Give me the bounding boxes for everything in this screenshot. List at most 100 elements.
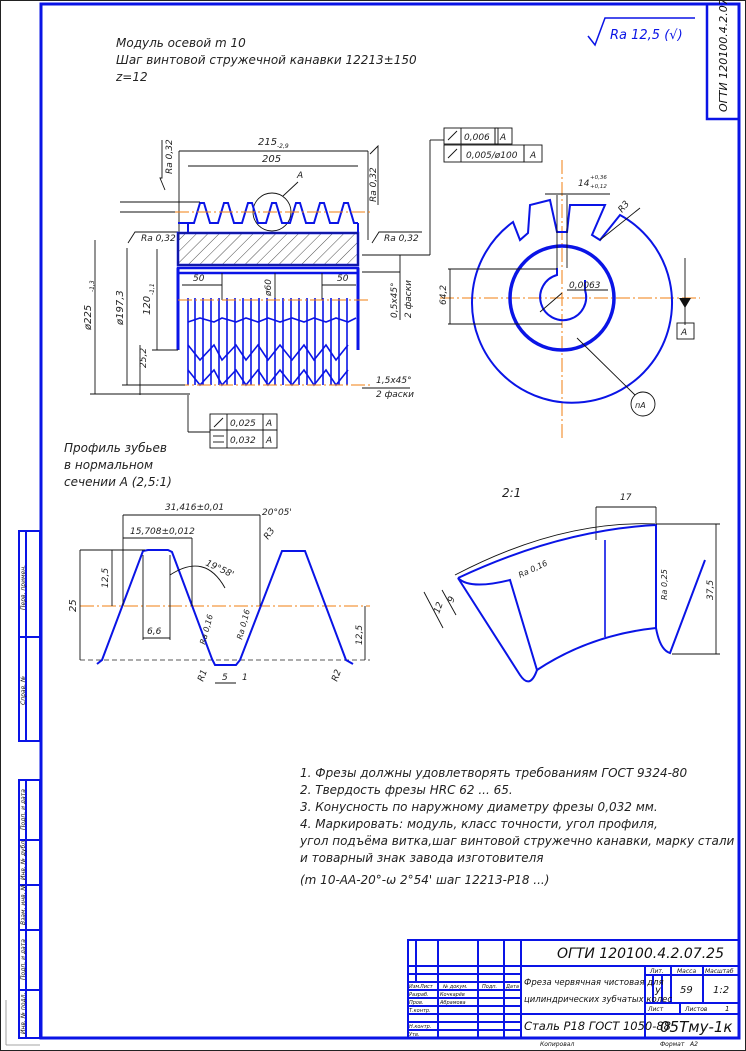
main-view: 215 -2,9 205 Ra 0,32 Ra 0,32 Ra 0,32 Ra … [83,137,444,433]
title-name-2: цилиндрических зубчатых колес [524,995,672,1005]
dim-keyway: 14 [578,179,590,189]
head-date: Дата [505,984,519,990]
dim-hub-right: 50 [337,274,349,284]
dim-angle-1: 20°05' [262,508,292,518]
dim-9: 9 [446,595,457,604]
mass-value: 59 [680,985,693,996]
col-mass: Масса [677,968,696,975]
dim-6-6: 6,6 [147,627,162,637]
dim-12-5-left: 12,5 [101,568,111,588]
tech-req-6: и товарный знак завода изготовителя [300,851,543,865]
tech-req-1: 1. Фрезы должны удовлетворять требования… [300,766,688,780]
scale-value: 1:2 [713,985,729,996]
dim-5: 5 [222,673,228,683]
profile-caption-1: Профиль зубьев [64,441,167,455]
roughness-default: Ra 12,5 (√) [587,17,695,47]
tol-bottom-1-datum: A [265,419,272,429]
teeth-projection [187,298,357,387]
head-list: Лист [419,984,434,990]
dim-length-total-tol: -2,9 [277,143,289,150]
roughness-left-face: Ra 0,32 [141,234,176,244]
sheet-label: Лист [647,1006,664,1013]
row-razrab-name: Кочкарёв [440,992,465,998]
dim-37-5: 37,5 [706,580,716,600]
tolerance-frame-top: 0,006 A 0,005/ø100 A [443,127,543,163]
roughness-right-face: Ra 0,32 [384,234,419,244]
detail-marker: A [296,171,303,181]
head-izm: Изм. [409,984,421,990]
title-code: ОГТИ 120100.4.2.07.25 [557,946,724,962]
dim-outer-dia: ø225 [83,305,94,331]
dim-angle-2: 19°58' [204,559,235,581]
dim-bore: ø60 [264,279,274,297]
row-nkontr: Н.контр. [409,1024,431,1030]
profile-caption-3: сечении А (2,5:1) [64,475,172,489]
dim-12: 12 [432,601,445,615]
tech-requirements: 1. Фрезы должны удовлетворять требования… [299,766,735,887]
dim-120-tol: -1,1 [149,283,156,295]
dim-dia-197: ø197,3 [115,290,126,326]
mark-label: пА [635,401,646,410]
runout-icon [447,130,458,141]
datum-label: A [680,328,687,338]
stamp-inv-dubl: Инв. № дубл. [20,839,27,880]
dim-length-total: 215 [258,137,277,148]
roughness-default-text: Ra 12,5 (√) [610,28,683,43]
header-note-1: Модуль осевой m 10 [116,36,246,50]
tech-req-3: 3. Конусность по наружному диаметру фрез… [300,800,658,814]
datum-triangle-icon [679,298,691,308]
tol-top-1-value: 0,006 [464,133,490,143]
tol-bottom-2-value: 0,032 [230,436,256,446]
col-scale: Масштаб [705,968,734,975]
format-value: A2 [689,1041,698,1048]
dim-12-5-right: 12,5 [355,625,365,645]
tech-req-7: (m 10-AA-20°-ω 2°54' шаг 12213-P18 ...) [300,873,549,887]
sheets-value: 1 [725,1005,729,1013]
dim-1: 1 [242,673,248,683]
title-name-1: Фреза червячная чистовая для [524,978,664,988]
dim-tooth: 25,2 [139,348,149,368]
tol-bottom-1-value: 0,025 [230,419,256,429]
tolerance-frame-bottom: 0,025 A 0,032 A [209,413,278,449]
dim-roughness-bore: 0,0063 [569,281,601,291]
runout-icon [213,417,224,428]
title-material: Сталь Р18 ГОСТ 1050-88 [524,1019,671,1033]
tech-req-4: 4. Маркировать: модуль, класс точности, … [300,817,658,831]
dim-r1: R1 [196,668,209,683]
stamp-perv-primen: Перв. примен. [20,565,27,610]
chamfer-1: 0,5х45° [390,282,400,318]
tech-req-5: угол подъёма витка,шаг винтовой стружечн… [299,834,735,848]
profile-view: 31,416±0,01 15,708±0,012 20°05' R3 19°58… [68,503,370,684]
profile-caption-2: в нормальном [64,458,153,472]
detail-view: 2:1 17 37,5 Ra 0,25 Ra 0,16 12 9 [423,486,720,683]
detail-scale: 2:1 [502,486,521,500]
roughness-right-top: Ra 0,32 [369,167,379,202]
sheets-label: Листов [684,1006,708,1013]
dim-17: 17 [620,493,632,503]
runout-icon [447,148,458,159]
row-tkontr: Т.контр. [409,1008,431,1014]
row-razrab: Разраб. [409,992,429,998]
ucs-icon [5,1000,40,1046]
row-prov: Пров. [409,1000,424,1006]
dim-keyway-tol-lower: +0,12 [590,184,607,190]
dim-radius: R3 [617,199,633,215]
stamp-podp-data-1: Подп. и дата [20,789,27,830]
tol-bottom-2-datum: A [265,436,272,446]
format-label: Формат [660,1041,685,1048]
chamfer-1-note: 2 фаски [404,280,414,318]
head-sign: Подп. [482,984,497,990]
header-note-3: z=12 [115,70,148,84]
title-group: 05Тму-1к [660,1018,732,1036]
dim-pitch: 31,416±0,01 [165,503,224,513]
row-prov-name: Абрамова [439,1000,466,1006]
tol-top-2-value: 0,005/ø100 [466,151,518,161]
roughness-check-icon [587,17,695,47]
tol-top-1-datum: A [499,133,506,143]
dim-r3: R3 [262,526,277,542]
title-block [407,939,740,1039]
roughness-left-top: Ra 0,32 [165,139,175,174]
dim-64: 64,2 [439,285,449,305]
